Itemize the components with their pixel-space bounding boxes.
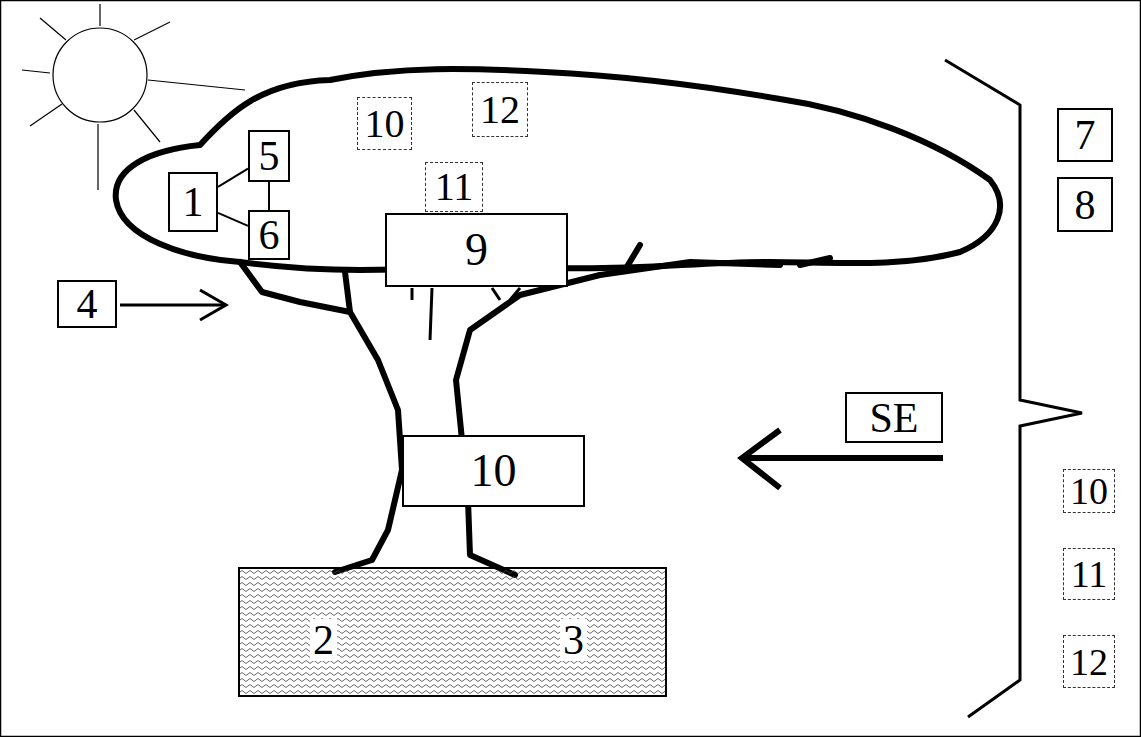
label-box: 8 [1057, 177, 1113, 232]
label-box: 9 [385, 213, 568, 287]
label-box: 6 [248, 210, 290, 260]
callout-number: 11 [435, 167, 474, 207]
label-box: 7 [1057, 108, 1113, 162]
callout-number: 8 [1075, 184, 1096, 226]
dashed-box: 11 [1063, 548, 1115, 600]
callout-number: 10 [1070, 472, 1108, 510]
tree-trunk [240, 245, 830, 575]
callout-number: 10 [471, 448, 517, 494]
callout-number: 9 [465, 227, 488, 273]
leader-line [218, 169, 248, 187]
leader-line [269, 182, 270, 210]
dashed-box: 11 [425, 162, 483, 212]
dashed-box: 10 [357, 97, 412, 150]
callout-number: 3 [560, 619, 587, 661]
callout-number: 5 [259, 135, 280, 177]
label-box: 4 [57, 280, 117, 328]
dashed-box: 12 [1063, 635, 1115, 688]
callout-number: 2 [310, 619, 337, 661]
callout-number: 12 [480, 90, 520, 130]
callout-number: 12 [1070, 643, 1108, 681]
soil-hatch [240, 569, 665, 695]
callout-number: 7 [1075, 114, 1096, 156]
callout-number: 1 [183, 181, 204, 223]
callout-number: 6 [259, 214, 280, 256]
dashed-box: 10 [1063, 469, 1115, 513]
twig-lines [412, 288, 520, 340]
label-box: 5 [248, 130, 290, 182]
dashed-box: 12 [472, 82, 528, 137]
soil-band: 23 [238, 567, 667, 697]
label-box: 10 [402, 435, 585, 507]
label-box: SE [845, 392, 943, 443]
label-box: 1 [168, 172, 218, 232]
leader-line [218, 213, 248, 226]
input-arrow [120, 290, 226, 320]
callout-number: 11 [1071, 555, 1108, 593]
callout-number: 10 [365, 104, 405, 144]
callout-number: 4 [77, 283, 98, 325]
callout-number: SE [869, 397, 918, 439]
